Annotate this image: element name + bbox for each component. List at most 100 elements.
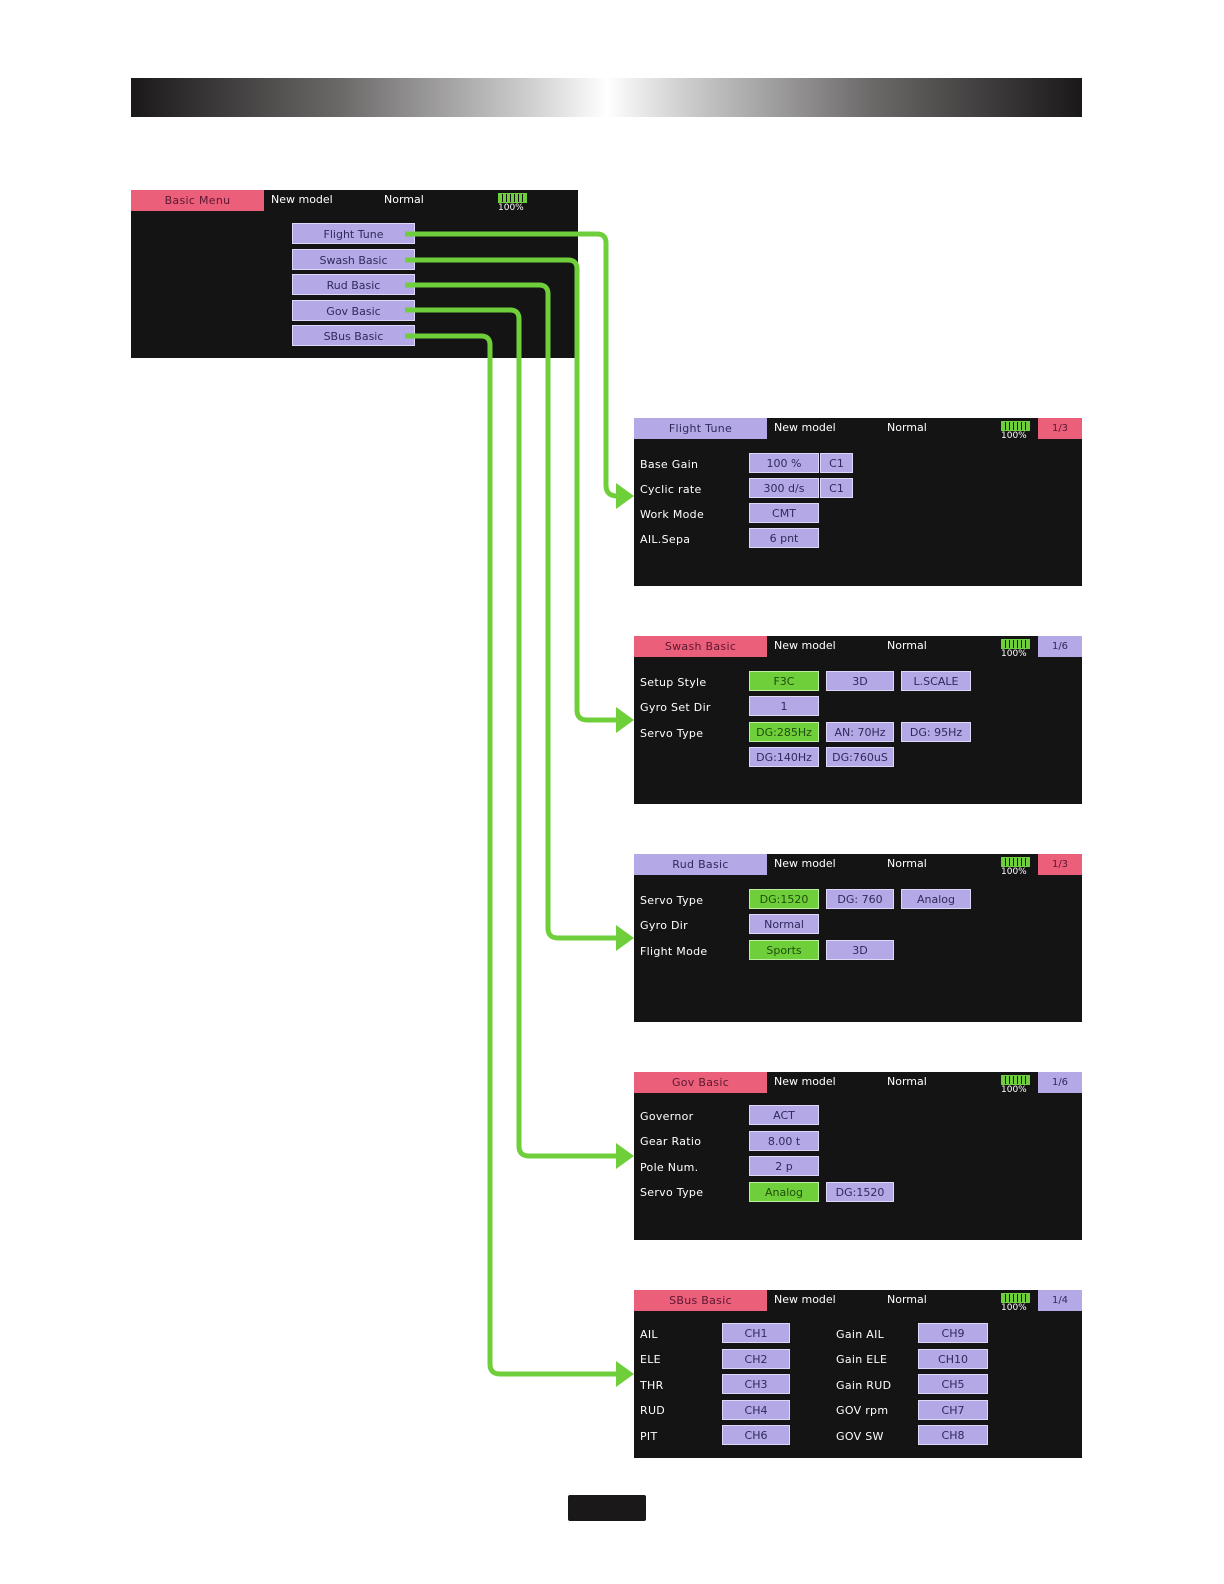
connector-rud-basic: [405, 282, 618, 941]
ele-channel[interactable]: CH2: [722, 1349, 790, 1369]
basic-menu-title: Basic Menu: [131, 190, 264, 211]
setup-style-lscale[interactable]: L.SCALE: [901, 671, 971, 691]
gear-ratio-value[interactable]: 8.00 t: [749, 1131, 819, 1151]
arrowhead-gov-basic: [616, 1143, 634, 1169]
thr-channel[interactable]: CH3: [722, 1374, 790, 1394]
label-base-gain: Base Gain: [640, 458, 699, 471]
battery-icon: [1001, 857, 1030, 867]
label-servo-type: Servo Type: [640, 1186, 704, 1199]
header-gradient-bar: [131, 78, 1082, 117]
servo-type-analog[interactable]: Analog: [749, 1182, 819, 1202]
gov-basic-title: Gov Basic: [634, 1072, 767, 1093]
page-indicator[interactable]: 1/3: [1038, 418, 1082, 439]
gov-sw-channel[interactable]: CH8: [918, 1425, 988, 1445]
battery-icon: [498, 193, 527, 203]
work-mode-value[interactable]: CMT: [749, 503, 819, 523]
servo-type-dg140[interactable]: DG:140Hz: [749, 747, 819, 767]
gain-rud-channel[interactable]: CH5: [918, 1374, 988, 1394]
label-thr: THR: [640, 1379, 664, 1392]
base-gain-value[interactable]: 100 %: [749, 453, 819, 473]
battery-icon: [1001, 639, 1030, 649]
condition-name: Normal: [887, 1075, 927, 1088]
label-flight-mode: Flight Mode: [640, 945, 708, 958]
label-governor: Governor: [640, 1110, 694, 1123]
page-indicator[interactable]: 1/6: [1038, 636, 1082, 657]
page-indicator[interactable]: 1/6: [1038, 1072, 1082, 1093]
cyclic-rate-switch[interactable]: C1: [820, 478, 853, 498]
gain-ail-channel[interactable]: CH9: [918, 1323, 988, 1343]
label-ail-sepa: AIL.Sepa: [640, 533, 691, 546]
rud-channel[interactable]: CH4: [722, 1400, 790, 1420]
setup-style-f3c[interactable]: F3C: [749, 671, 819, 691]
servo-type-analog[interactable]: Analog: [901, 889, 971, 909]
servo-type-dg1520[interactable]: DG:1520: [826, 1182, 894, 1202]
battery-percent: 100%: [1001, 1085, 1027, 1095]
gov-rpm-channel[interactable]: CH7: [918, 1400, 988, 1420]
flight-tune-title: Flight Tune: [634, 418, 767, 439]
battery-percent: 100%: [1001, 867, 1027, 877]
label-setup-style: Setup Style: [640, 676, 707, 689]
servo-type-dg285[interactable]: DG:285Hz: [749, 722, 819, 742]
model-name: New model: [774, 857, 836, 870]
battery-icon: [1001, 1075, 1030, 1085]
label-gear-ratio: Gear Ratio: [640, 1135, 702, 1148]
servo-type-an70[interactable]: AN: 70Hz: [826, 722, 894, 742]
model-name: New model: [774, 1293, 836, 1306]
pit-channel[interactable]: CH6: [722, 1425, 790, 1445]
model-name: New model: [774, 1075, 836, 1088]
menu-item-flight-tune[interactable]: Flight Tune: [292, 223, 415, 244]
battery-icon: [1001, 1293, 1030, 1303]
governor-value[interactable]: ACT: [749, 1105, 819, 1125]
menu-item-gov-basic[interactable]: Gov Basic: [292, 300, 415, 321]
label-ele: ELE: [640, 1353, 661, 1366]
gain-ele-channel[interactable]: CH10: [918, 1349, 988, 1369]
servo-type-dg760us[interactable]: DG:760uS: [826, 747, 894, 767]
ail-sepa-value[interactable]: 6 pnt: [749, 528, 819, 548]
condition-name: Normal: [887, 421, 927, 434]
label-work-mode: Work Mode: [640, 508, 705, 521]
base-gain-switch[interactable]: C1: [820, 453, 853, 473]
connector-flight-tune: [405, 231, 620, 499]
rud-basic-title: Rud Basic: [634, 854, 767, 875]
battery-icon: [1001, 421, 1030, 431]
battery-percent: 100%: [1001, 431, 1027, 441]
flight-mode-3d[interactable]: 3D: [826, 940, 894, 960]
label-gov-rpm: GOV rpm: [836, 1404, 889, 1417]
label-gain-ele: Gain ELE: [836, 1353, 888, 1366]
menu-item-rud-basic[interactable]: Rud Basic: [292, 274, 415, 295]
flight-mode-sports[interactable]: Sports: [749, 940, 819, 960]
cyclic-rate-value[interactable]: 300 d/s: [749, 478, 819, 498]
page-indicator[interactable]: 1/4: [1038, 1290, 1082, 1311]
label-gov-sw: GOV SW: [836, 1430, 884, 1443]
swash-basic-screen: Swash Basic New model Normal 100% 1/6 Se…: [634, 636, 1082, 804]
servo-type-dg760[interactable]: DG: 760: [826, 889, 894, 909]
label-gyro-dir: Gyro Dir: [640, 919, 688, 932]
model-name: New model: [774, 639, 836, 652]
model-name: New model: [774, 421, 836, 434]
label-pit: PIT: [640, 1430, 658, 1443]
menu-item-swash-basic[interactable]: Swash Basic: [292, 249, 415, 270]
condition-name: Normal: [887, 1293, 927, 1306]
gyro-dir-value[interactable]: Normal: [749, 914, 819, 934]
connector-swash-basic: [405, 257, 618, 723]
condition-name: Normal: [384, 193, 424, 206]
battery-percent: 100%: [498, 203, 524, 213]
page-indicator[interactable]: 1/3: [1038, 854, 1082, 875]
pole-num-value[interactable]: 2 p: [749, 1156, 819, 1176]
flight-tune-screen: Flight Tune New model Normal 100% 1/3 Ba…: [634, 418, 1082, 586]
setup-style-3d[interactable]: 3D: [826, 671, 894, 691]
servo-type-dg95[interactable]: DG: 95Hz: [901, 722, 971, 742]
label-gain-ail: Gain AIL: [836, 1328, 885, 1341]
battery-percent: 100%: [1001, 1303, 1027, 1313]
label-cyclic-rate: Cyclic rate: [640, 483, 702, 496]
arrowhead-swash-basic: [616, 707, 634, 733]
ail-channel[interactable]: CH1: [722, 1323, 790, 1343]
gyro-set-dir-value[interactable]: 1: [749, 696, 819, 716]
menu-item-sbus-basic[interactable]: SBus Basic: [292, 325, 415, 346]
label-gyro-set-dir: Gyro Set Dir: [640, 701, 711, 714]
label-pole-num: Pole Num.: [640, 1161, 699, 1174]
condition-name: Normal: [887, 857, 927, 870]
label-rud: RUD: [640, 1404, 666, 1417]
sbus-basic-title: SBus Basic: [634, 1290, 767, 1311]
servo-type-dg1520[interactable]: DG:1520: [749, 889, 819, 909]
